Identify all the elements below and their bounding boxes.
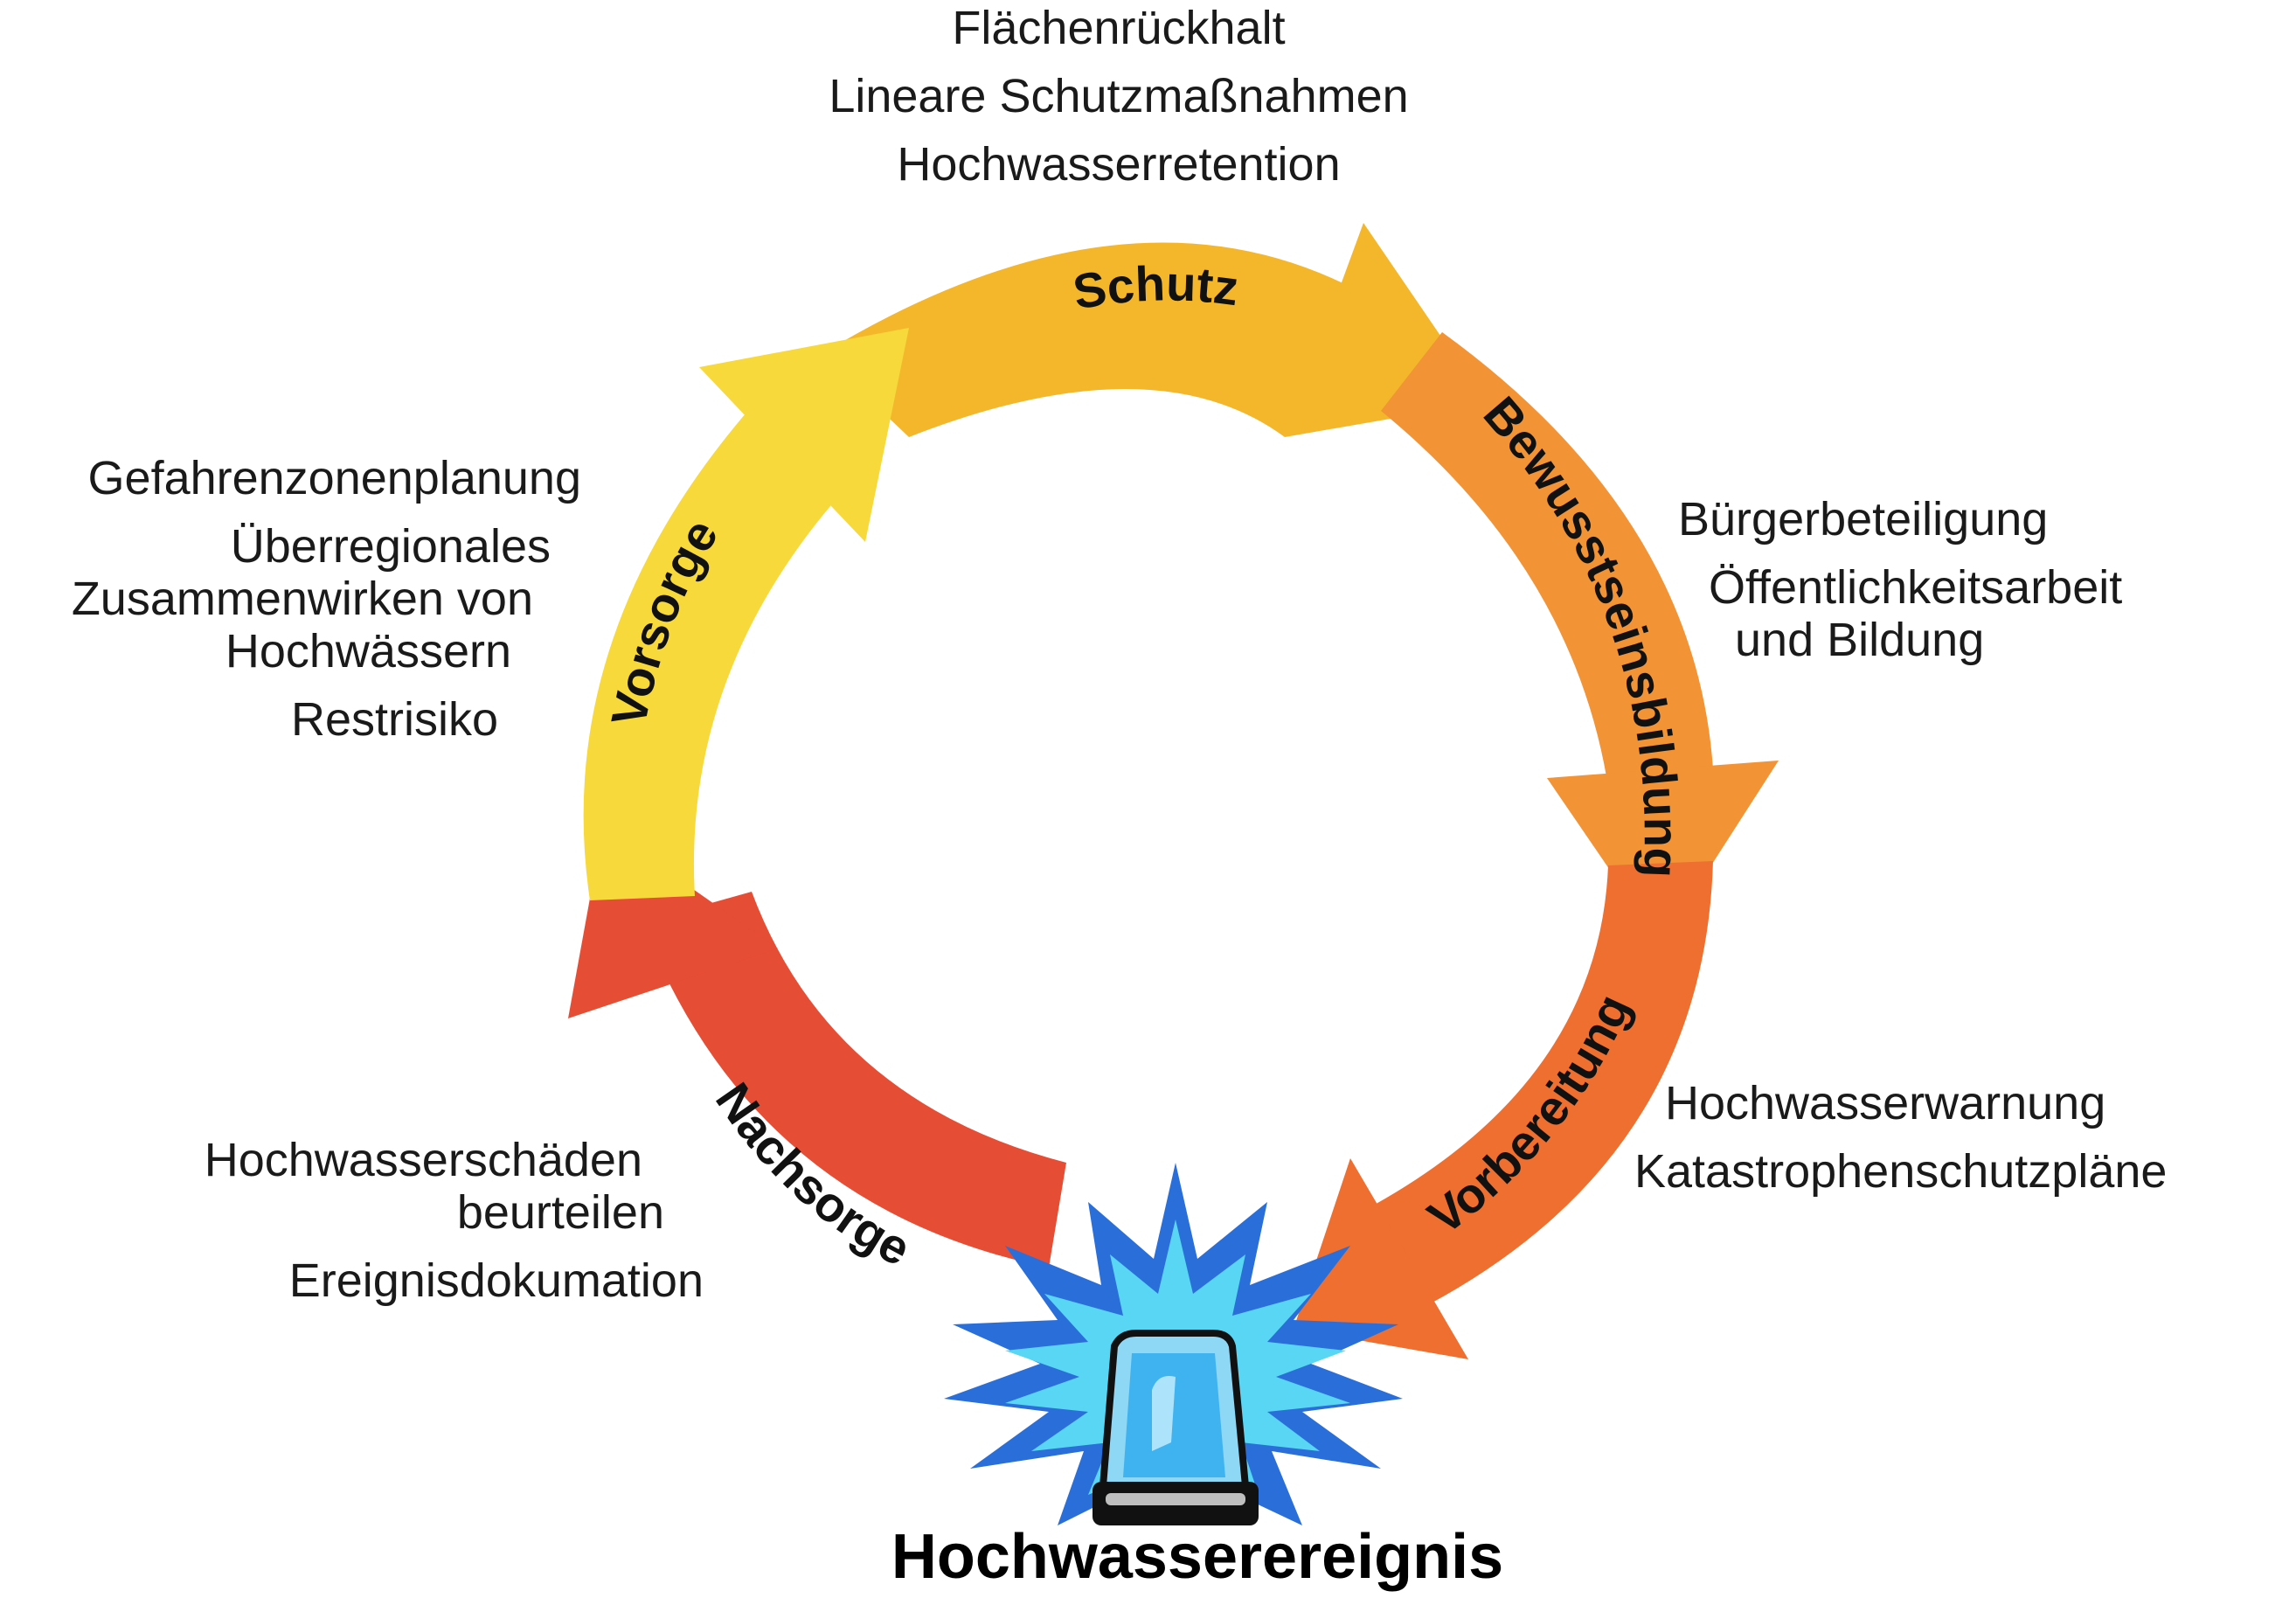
note-schutz-2: Lineare Schutzmaßnahmen <box>829 70 1408 122</box>
note-vorsorge-1: Gefahrenzonenplanung <box>88 452 581 504</box>
bewusstseinsbildung-arrowhead <box>1547 761 1779 944</box>
note-nachsorge-1: Hochwasserschäden <box>205 1134 642 1186</box>
note-vorsorge-5: Restrisiko <box>291 693 498 746</box>
vorbereitung-arrow <box>1363 861 1713 1311</box>
siren-glass <box>1123 1353 1225 1477</box>
notes-vorbereitung: Hochwasserwarnung Katastrophenschutzplän… <box>1634 1077 2167 1198</box>
note-schutz-1: Flächenrückhalt <box>952 2 1285 54</box>
notes-vorsorge: Gefahrenzonenplanung Überregionales Zusa… <box>72 452 581 746</box>
note-vorbereitung-2: Katastrophenschutzpläne <box>1634 1145 2167 1198</box>
phase-label-schutz: Schutz <box>1069 255 1241 319</box>
siren-base-stripe <box>1106 1493 1245 1505</box>
bewusstseinsbildung-arrow <box>1381 332 1713 787</box>
note-bewusstsein-3: und Bildung <box>1735 614 1984 666</box>
cycle-arrows <box>568 223 1779 1359</box>
notes-schutz: Flächenrückhalt Lineare Schutzmaßnahmen … <box>829 2 1408 191</box>
note-nachsorge-2: beurteilen <box>457 1186 664 1239</box>
note-bewusstsein-1: Bürgerbeteiligung <box>1678 493 2048 545</box>
note-bewusstsein-2: Öffentlichkeitsarbeit <box>1709 561 2122 614</box>
notes-bewusstseinsbildung: Bürgerbeteiligung Öffentlichkeitsarbeit … <box>1678 493 2122 666</box>
schutz-arrow <box>822 242 1398 437</box>
vorsorge-arrowhead <box>699 328 909 542</box>
blue-siren-icon <box>944 1163 1403 1525</box>
note-vorsorge-4: Hochwässern <box>225 625 511 677</box>
note-vorsorge-3: Zusammenwirken von <box>72 573 533 625</box>
event-title: Hochwasserereignis <box>891 1522 1503 1592</box>
note-vorsorge-2: Überregionales <box>231 520 551 573</box>
note-nachsorge-3: Ereignisdokumation <box>289 1254 704 1307</box>
vorbereitung-arrowhead <box>1294 1158 1468 1359</box>
notes-nachsorge: Hochwasserschäden beurteilen Ereignisdok… <box>205 1134 704 1307</box>
nachsorge-arrow <box>642 892 1066 1268</box>
note-vorbereitung-1: Hochwasserwarnung <box>1665 1077 2105 1129</box>
vorsorge-arrow <box>583 406 857 900</box>
note-schutz-3: Hochwasserretention <box>897 138 1340 191</box>
siren-highlight <box>1152 1376 1176 1451</box>
